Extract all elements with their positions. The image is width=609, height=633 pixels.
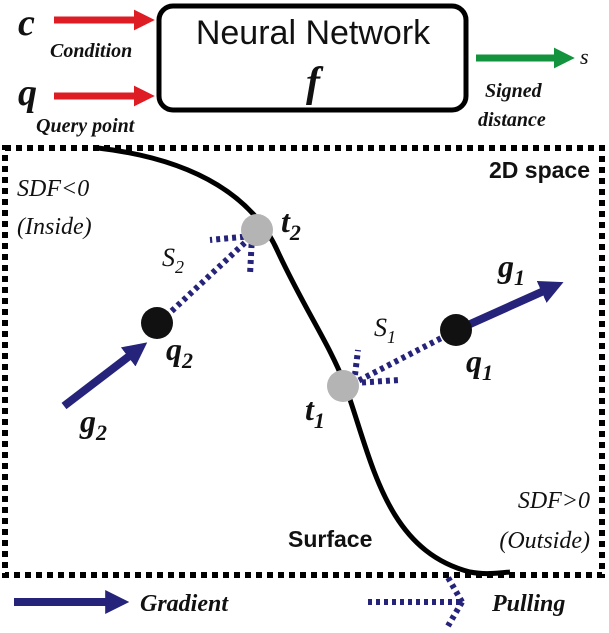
label-q2: q2 [166, 331, 193, 373]
legend-pulling-label: Pulling [491, 591, 565, 617]
outside-label-line1: SDF>0 [518, 488, 590, 514]
query-symbol: q [18, 72, 37, 114]
surface-point-t2 [241, 214, 273, 246]
inside-label-line2: (Inside) [17, 214, 92, 240]
label-s2: S2 [162, 243, 184, 277]
network-function: f [306, 60, 324, 106]
network-title: Neural Network [196, 14, 431, 52]
pulling-head-s1-a [351, 349, 361, 384]
gradient-arrow-g1 [466, 281, 564, 329]
output-label-line2: distance [478, 109, 546, 131]
label-s1: S1 [374, 313, 396, 347]
label-q1: q1 [466, 343, 493, 385]
output-symbol: s [580, 44, 589, 69]
neural-network-box [156, 3, 469, 113]
surface-label: Surface [288, 526, 372, 552]
space-frame [2, 145, 605, 578]
query-label: Query point [36, 115, 136, 137]
label-g2: g2 [79, 403, 107, 445]
legend-gradient-label: Gradient [140, 591, 229, 617]
label-g1: g1 [497, 248, 525, 290]
space-title: 2D space [489, 157, 590, 183]
condition-symbol: c [18, 2, 35, 44]
gradient-arrow-g2 [61, 342, 148, 410]
outside-label-line2: (Outside) [499, 528, 590, 554]
legend-pulling-head-a [443, 572, 465, 604]
label-t1: t1 [305, 391, 325, 433]
pulling-head-s2-a [209, 233, 253, 243]
pulling-line-s1 [352, 328, 457, 386]
legend-pulling-head-b [445, 600, 465, 628]
surface-point-t1 [327, 370, 359, 402]
query-point-q2 [141, 307, 173, 339]
query-point-q1 [440, 314, 472, 346]
inside-label-line1: SDF<0 [17, 176, 89, 202]
pulling-head-s2-b [247, 235, 255, 276]
label-t2: t2 [281, 203, 301, 245]
pulling-line-s2 [157, 233, 255, 325]
output-label-line1: Signed [485, 80, 543, 102]
surface-curve [97, 145, 511, 577]
condition-label: Condition [50, 40, 132, 62]
